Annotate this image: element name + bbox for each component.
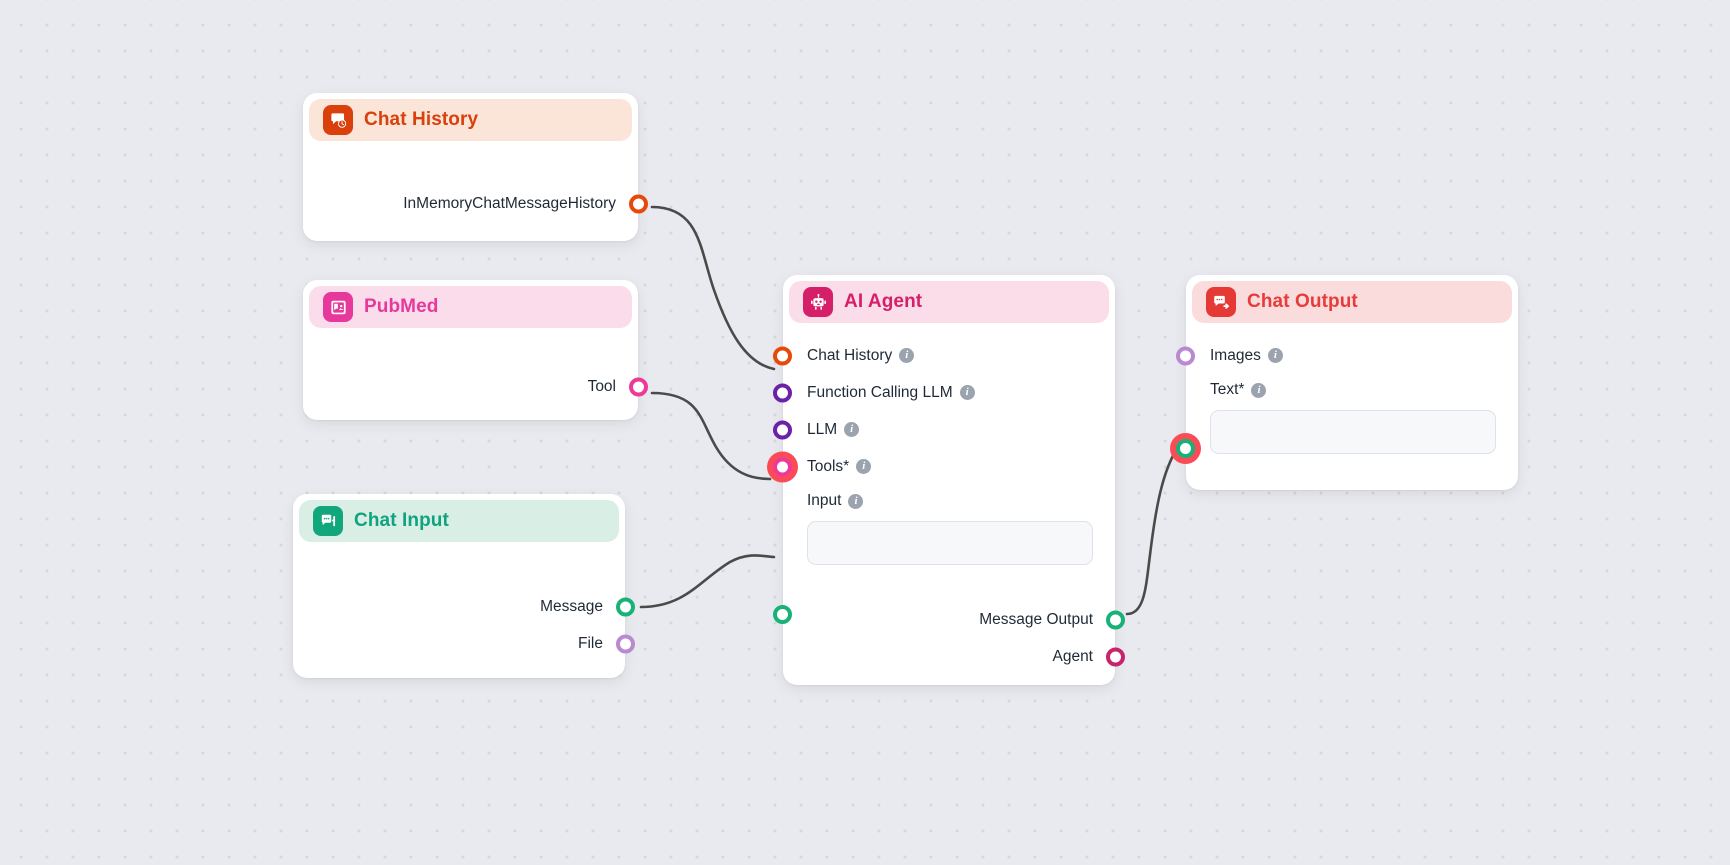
node-header-ai-agent: AI Agent	[789, 281, 1109, 323]
chat-output-icon	[1206, 287, 1236, 317]
input-label-input: Input	[807, 492, 842, 509]
output-port-message-output[interactable]	[1106, 610, 1125, 629]
output-row-file[interactable]: File	[293, 625, 635, 662]
input-label-function-calling-llm: Function Calling LLM	[807, 383, 953, 401]
edge-chatinput-to-agent-input	[639, 554, 776, 609]
node-title-pubmed: PubMed	[364, 296, 439, 317]
node-body-pubmed: Tool	[303, 328, 648, 417]
info-icon-chat-history[interactable]: i	[899, 348, 915, 363]
node-body-ai-agent: Chat History i Function Calling LLM i LL…	[767, 323, 1125, 687]
input-field-row-text: Text* i	[1186, 374, 1518, 406]
input-port-chat-history[interactable]	[773, 346, 792, 365]
input-port-llm[interactable]	[773, 420, 792, 439]
output-port-inmemorychatmessagehistory[interactable]	[629, 194, 648, 213]
node-header-chat-input: Chat Input	[299, 500, 619, 542]
input-row-function-calling-llm[interactable]: Function Calling LLM i	[773, 374, 1115, 411]
info-icon-function-calling-llm[interactable]: i	[959, 385, 975, 400]
robot-icon	[803, 287, 833, 317]
output-row-message-output[interactable]: Message Output	[783, 601, 1125, 638]
output-port-agent[interactable]	[1106, 647, 1125, 666]
node-ai-agent[interactable]: AI Agent Chat History i Function Calling…	[767, 275, 1125, 687]
input-label-llm: LLM	[807, 420, 838, 438]
output-port-file[interactable]	[616, 634, 635, 653]
input-label-tools: Tools*	[807, 457, 850, 475]
input-port-function-calling-llm[interactable]	[773, 383, 792, 402]
node-body-chat-input: Message File	[293, 542, 635, 674]
info-icon-input[interactable]: i	[848, 493, 864, 509]
input-port-images[interactable]	[1176, 346, 1195, 365]
output-label-tool: Tool	[587, 377, 616, 395]
chat-input-icon	[313, 506, 343, 536]
info-icon-text[interactable]: i	[1251, 382, 1267, 398]
input-label-chat-history: Chat History	[807, 346, 893, 364]
input-row-llm[interactable]: LLM i	[773, 411, 1115, 448]
output-row-agent[interactable]: Agent	[783, 638, 1125, 675]
input-port-input[interactable]	[773, 605, 792, 624]
node-header-chat-output: Chat Output	[1192, 281, 1512, 323]
node-title-chat-input: Chat Input	[354, 510, 449, 531]
input-port-tools[interactable]	[773, 457, 792, 476]
info-icon-images[interactable]: i	[1267, 348, 1283, 363]
output-port-message[interactable]	[616, 597, 635, 616]
chat-history-icon	[323, 105, 353, 135]
output-row-message[interactable]: Message	[293, 588, 635, 625]
output-label-agent: Agent	[1052, 647, 1093, 665]
node-header-chat-history: Chat History	[309, 99, 632, 141]
node-title-chat-history: Chat History	[364, 109, 479, 130]
output-port-tool[interactable]	[629, 377, 648, 396]
input-row-images[interactable]: Images i	[1176, 337, 1518, 374]
input-port-text[interactable]	[1176, 439, 1195, 458]
output-row-inmemorychatmessagehistory[interactable]: InMemoryChatMessageHistory	[303, 185, 648, 222]
edge-pubmed-to-agent-tools	[650, 391, 772, 481]
input-label-text: Text*	[1210, 381, 1245, 398]
node-pubmed[interactable]: PubMed Tool	[303, 280, 648, 420]
node-title-chat-output: Chat Output	[1247, 291, 1358, 312]
node-body-chat-output: Images i Text* i	[1170, 323, 1518, 468]
node-header-pubmed: PubMed	[309, 286, 632, 328]
output-label-message-output: Message Output	[979, 610, 1093, 628]
info-icon-tools[interactable]: i	[856, 459, 872, 474]
input-field-row-input: Input i	[783, 485, 1115, 517]
input-textbox-input[interactable]	[807, 521, 1093, 565]
input-label-images: Images	[1210, 346, 1261, 364]
output-label-file: File	[578, 634, 603, 652]
output-label-inmemorychatmessagehistory: InMemoryChatMessageHistory	[403, 194, 616, 212]
output-label-message: Message	[540, 597, 603, 615]
output-row-tool[interactable]: Tool	[303, 368, 648, 405]
input-row-chat-history[interactable]: Chat History i	[773, 337, 1115, 374]
node-body-chat-history: InMemoryChatMessageHistory	[303, 141, 648, 234]
node-chat-input[interactable]: Chat Input Message File	[293, 494, 635, 678]
info-icon-llm[interactable]: i	[844, 422, 860, 437]
edge-chat-history-to-agent	[650, 205, 776, 371]
pubmed-icon	[323, 292, 353, 322]
input-row-tools[interactable]: Tools* i	[767, 448, 1115, 485]
input-textbox-text[interactable]	[1210, 410, 1496, 454]
node-chat-history[interactable]: Chat History InMemoryChatMessageHistory	[303, 93, 648, 241]
edge-agent-to-chatoutput	[1125, 445, 1180, 616]
node-title-ai-agent: AI Agent	[844, 291, 923, 312]
node-chat-output[interactable]: Chat Output Images i Text* i	[1170, 275, 1518, 490]
